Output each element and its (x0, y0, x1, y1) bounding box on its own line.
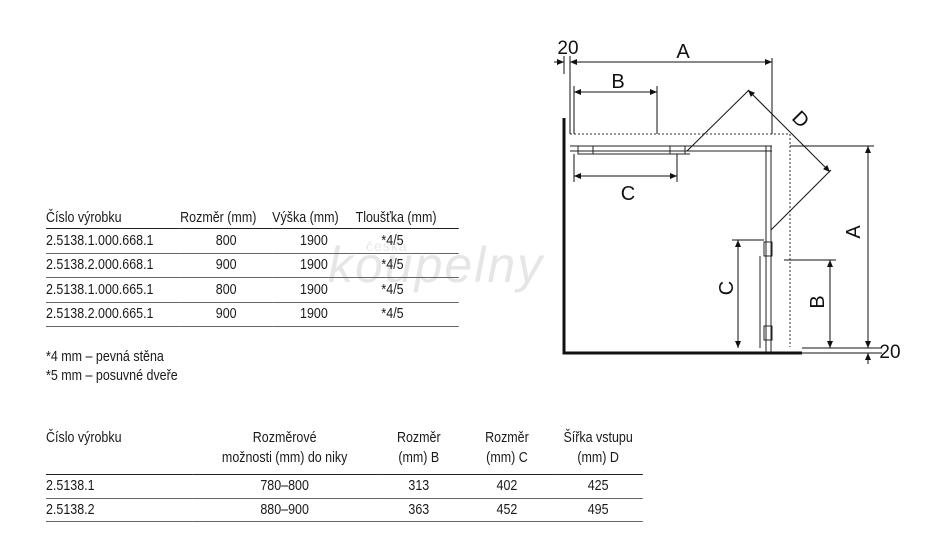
cell-size-c: 452 (460, 498, 554, 522)
shower-enclosure-diagram: A 20 B C D A B C 20 (554, 38, 901, 364)
header-size-b: Rozměr(mm) B (377, 428, 461, 475)
table-row: 2.5138.1.000.668.1 800 1900 *4/5 (46, 228, 459, 254)
cell-product-number: 2.5138.1.000.668.1 (46, 228, 181, 254)
enclosure-top-panel (570, 145, 772, 155)
cell-thickness: *4/5 (355, 228, 459, 254)
enclosure-right-panel (759, 146, 773, 352)
product-dimensions-table: Číslo výrobku Rozměr (mm) Výška (mm) Tlo… (46, 204, 459, 327)
label-b-top: B (611, 71, 624, 93)
label-b-right: B (807, 295, 829, 308)
cell-product-number: 2.5138.1.000.665.1 (46, 277, 181, 303)
table-row: 2.5138.1 780–800 313 402 425 (46, 474, 643, 499)
cell-niche-range: 780–800 (192, 474, 378, 499)
header-size-c: Rozměr(mm) C (460, 428, 554, 475)
header-size: Rozměr (mm) (180, 204, 273, 229)
label-20-top: 20 (557, 38, 578, 59)
header-product-number: Číslo výrobku (46, 428, 193, 475)
dim-line-d (747, 89, 831, 173)
cell-height: 1900 (272, 277, 356, 303)
header-height: Výška (mm) (272, 204, 356, 229)
niche-walls (562, 118, 802, 355)
cell-height: 1900 (272, 253, 356, 278)
cell-size: 900 (180, 253, 273, 278)
cell-size: 900 (180, 302, 273, 327)
header-entry-width-d: Šířka vstupu(mm) D (553, 428, 643, 475)
table-row: 2.5138.2.000.668.1 900 1900 *4/5 (46, 253, 459, 278)
footnote-sliding-door: *5 mm – posuvné dveře (46, 368, 178, 384)
label-a-right: A (843, 225, 865, 239)
cell-entry-width: 495 (553, 498, 643, 522)
cell-thickness: *4/5 (355, 302, 459, 327)
table-row: 2.5138.1.000.665.1 800 1900 *4/5 (46, 277, 459, 303)
table-row: 2.5138.2 880–900 363 452 495 (46, 498, 643, 522)
header-thickness: Tloušťka (mm) (355, 204, 459, 229)
cell-size-c: 402 (460, 474, 554, 499)
cell-product-number: 2.5138.2.000.668.1 (46, 253, 181, 278)
cell-height: 1900 (272, 228, 356, 254)
cell-size-b: 363 (377, 498, 461, 522)
table-header-row: Číslo výrobku Rozměr (mm) Výška (mm) Tlo… (46, 204, 459, 229)
cell-niche-range: 880–900 (192, 498, 378, 522)
cell-size-b: 313 (377, 474, 461, 499)
cell-height: 1900 (272, 302, 356, 327)
label-20-bottom: 20 (879, 342, 900, 363)
footnotes: *4 mm – pevná stěna *5 mm – posuvné dveř… (46, 348, 178, 386)
label-d: D (787, 107, 813, 133)
cell-size: 800 (180, 228, 273, 254)
label-a-top: A (676, 41, 690, 63)
cell-product-number: 2.5138.2.000.665.1 (46, 302, 181, 327)
label-c-horizontal: C (621, 183, 635, 205)
header-product-number: Číslo výrobku (46, 204, 181, 229)
cell-size: 800 (180, 277, 273, 303)
cell-thickness: *4/5 (355, 277, 459, 303)
cell-product-number: 2.5138.1 (46, 474, 193, 499)
cell-thickness: *4/5 (355, 253, 459, 278)
cell-entry-width: 425 (553, 474, 643, 499)
footnote-fixed-wall: *4 mm – pevná stěna (46, 349, 164, 365)
cell-product-number: 2.5138.2 (46, 498, 193, 522)
table-row: 2.5138.2.000.665.1 900 1900 *4/5 (46, 302, 459, 327)
label-c-vertical: C (716, 281, 738, 295)
